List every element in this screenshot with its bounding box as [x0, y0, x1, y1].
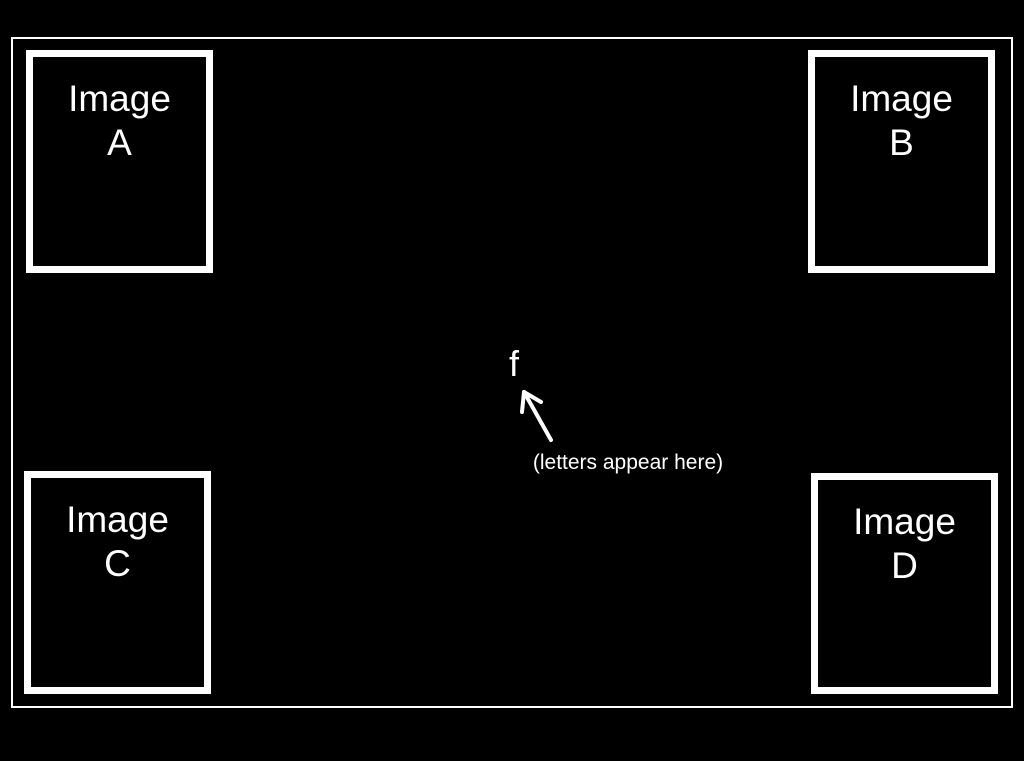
letters-caption: (letters appear here) [532, 451, 724, 474]
image-d-label-letter: D [891, 545, 918, 586]
image-a-label-letter: A [107, 122, 132, 163]
image-b-label-letter: B [889, 122, 914, 163]
arrow-up-left-icon [520, 390, 553, 442]
image-c-box: Image C [24, 471, 211, 694]
image-b-label-word: Image [850, 78, 953, 119]
image-d-label-word: Image [853, 501, 956, 542]
image-a-label: Image A [33, 77, 206, 165]
image-c-label-word: Image [66, 499, 169, 540]
image-d-box: Image D [811, 473, 998, 694]
image-b-box: Image B [808, 50, 995, 273]
stimulus-letter: f [508, 343, 519, 384]
image-c-label: Image C [31, 498, 204, 586]
image-a-box: Image A [26, 50, 213, 273]
image-c-label-letter: C [104, 543, 131, 584]
image-d-label: Image D [818, 500, 991, 588]
image-b-label: Image B [815, 77, 988, 165]
image-a-label-word: Image [68, 78, 171, 119]
outer-frame [11, 37, 1013, 708]
